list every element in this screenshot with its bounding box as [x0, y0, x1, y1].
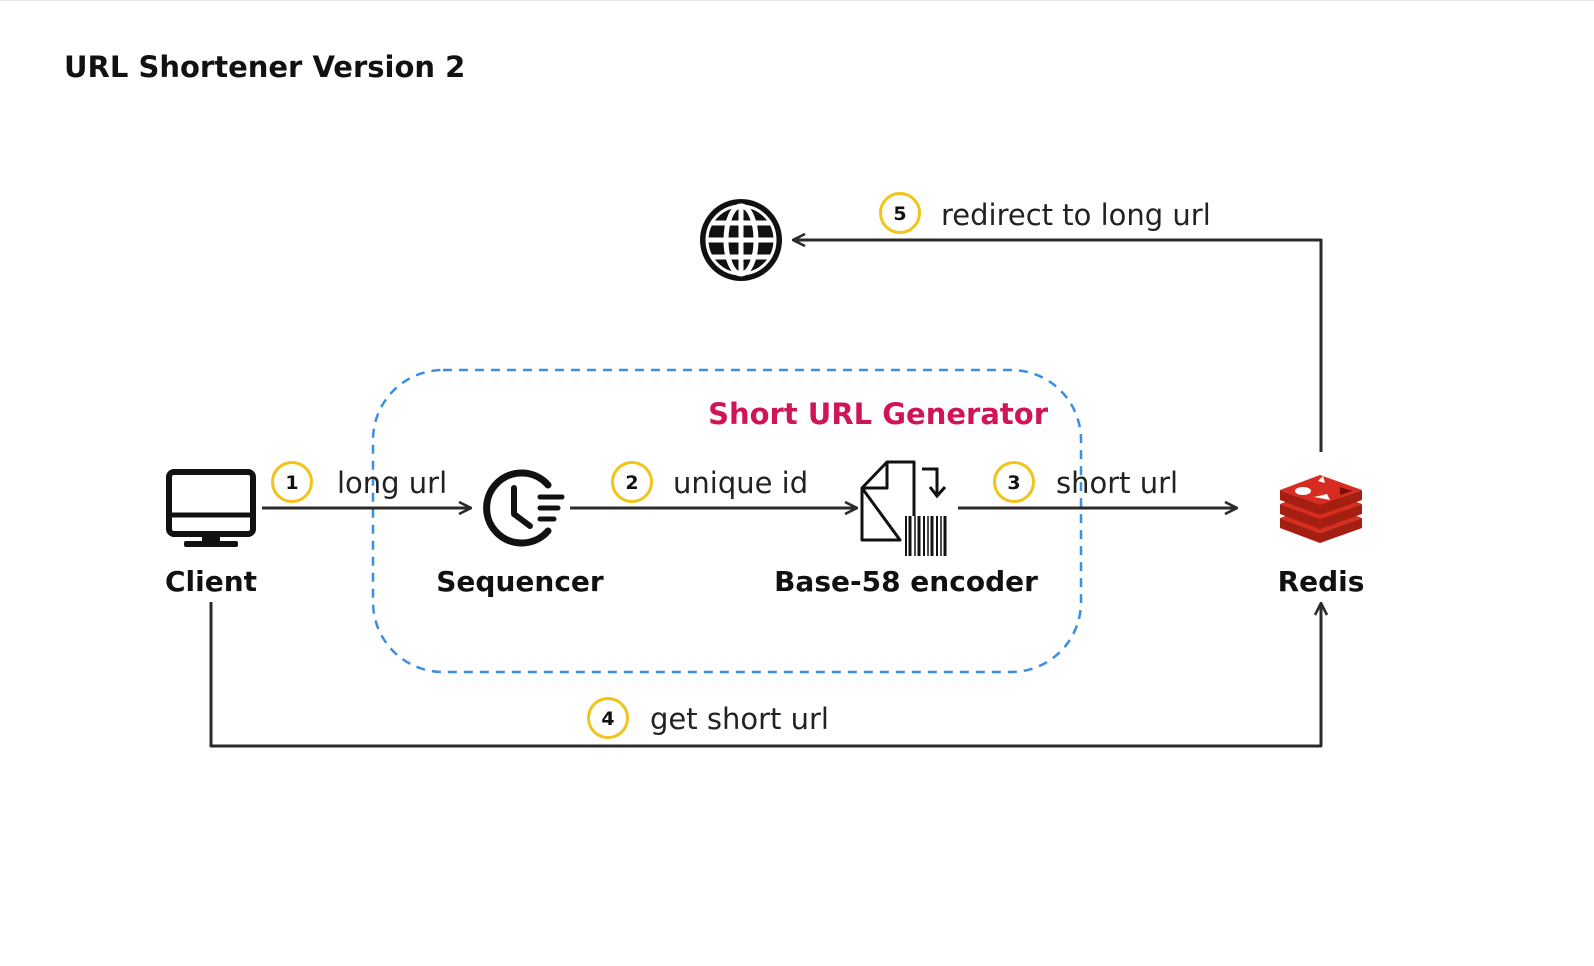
short-url-generator-group [371, 368, 1083, 674]
edge-label-unique-id: unique id [673, 466, 808, 500]
monitor-icon [166, 469, 256, 547]
step-badge-1: 1 [271, 461, 313, 503]
step-badge-2: 2 [611, 461, 653, 503]
edge-label-redirect: redirect to long url [941, 198, 1211, 232]
svg-text:2: 2 [625, 472, 638, 494]
edge-client-to-redis [209, 602, 1321, 748]
svg-text:3: 3 [1007, 472, 1020, 494]
svg-text:5: 5 [893, 203, 906, 225]
document-barcode-icon [860, 460, 947, 556]
edge-redis-to-web [794, 240, 1323, 452]
edge-label-short-url: short url [1056, 466, 1178, 500]
svg-text:1: 1 [285, 472, 298, 494]
svg-text:4: 4 [601, 708, 614, 730]
step-badge-5: 5 [879, 192, 921, 234]
edge-label-long-url: long url [337, 466, 447, 500]
top-divider [0, 0, 1594, 1]
sequencer-label: Sequencer [436, 565, 604, 598]
edge-label-get-short-url: get short url [650, 702, 829, 736]
page-title: URL Shortener Version 2 [64, 50, 466, 84]
encoder-label: Base-58 encoder [774, 565, 1038, 598]
clock-sequencer-icon [483, 469, 565, 547]
client-label: Client [165, 565, 257, 598]
short-url-generator-label: Short URL Generator [708, 397, 1049, 431]
step-badge-3: 3 [993, 461, 1035, 503]
globe-icon [700, 199, 782, 281]
step-badge-4: 4 [587, 697, 629, 739]
redis-logo-icon [1280, 475, 1362, 543]
redis-label: Redis [1278, 565, 1365, 598]
